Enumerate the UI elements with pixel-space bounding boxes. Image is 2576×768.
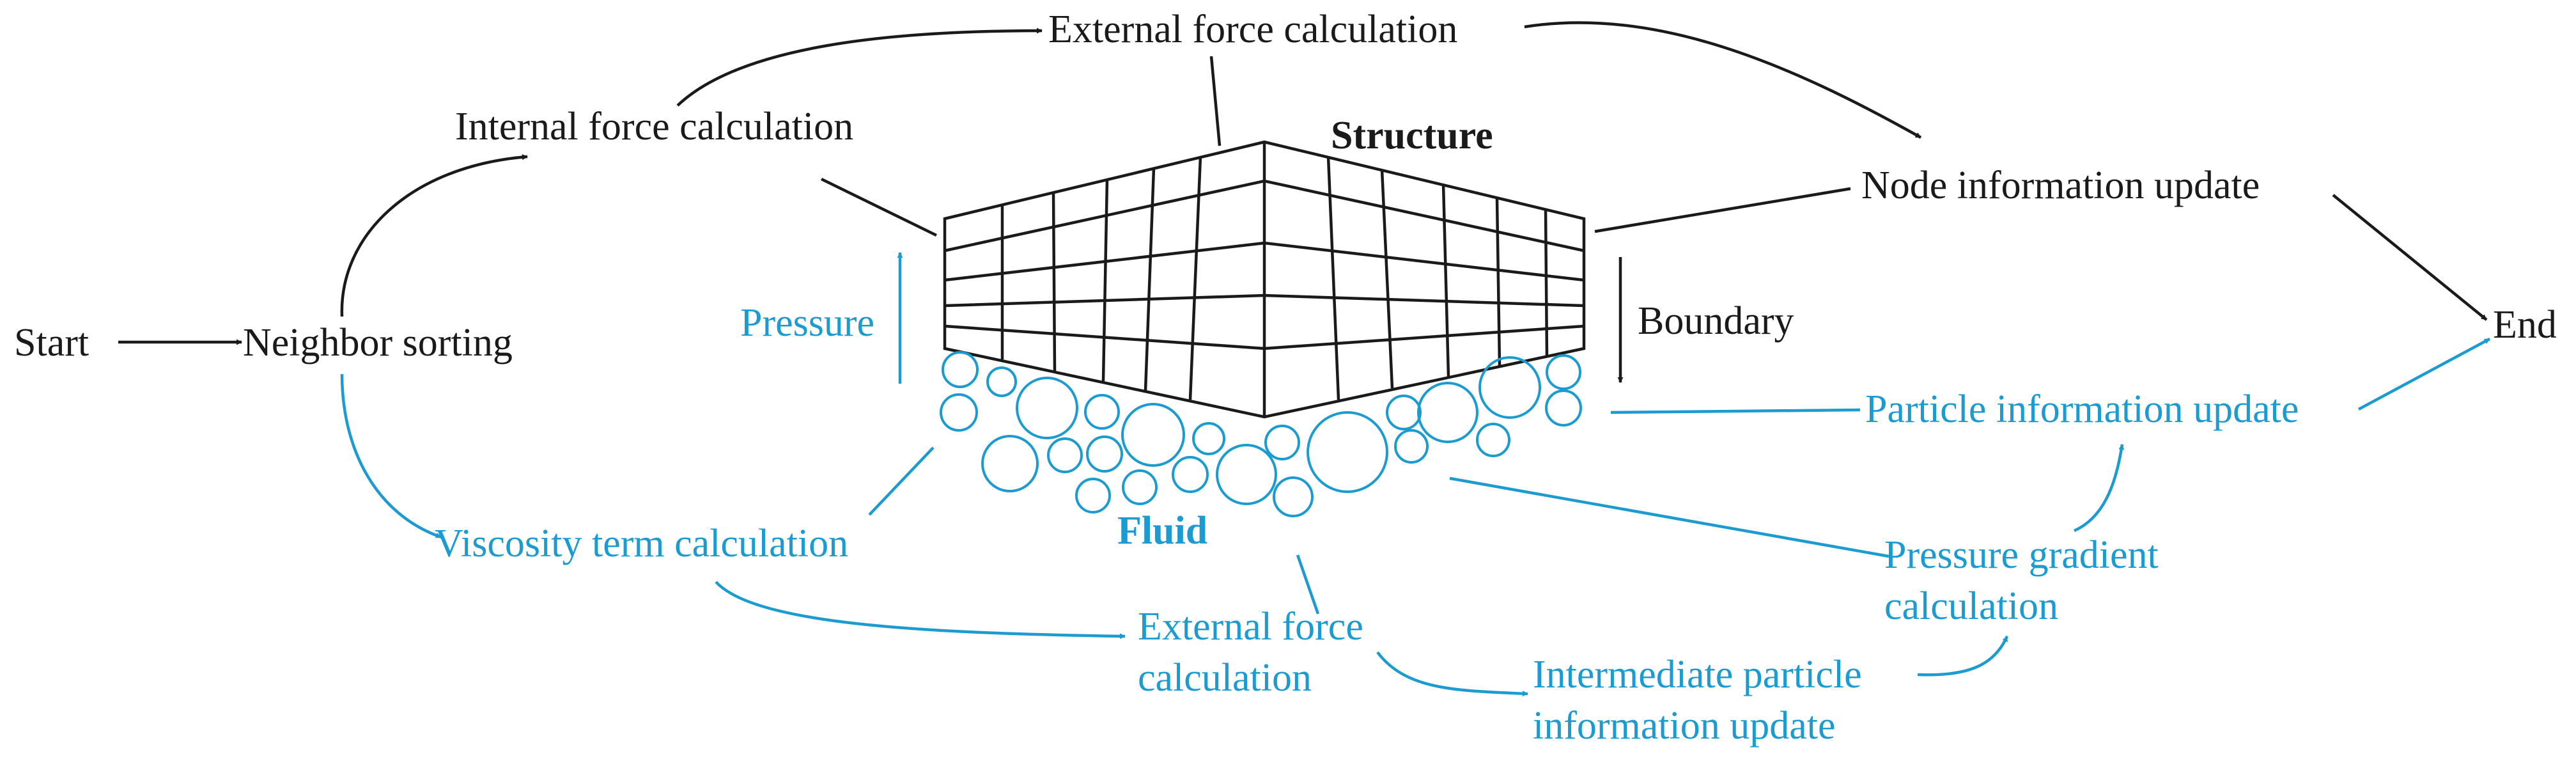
grid-col-r1 [1326, 156, 1340, 400]
particle [1084, 394, 1120, 430]
grid-col-r2 [1380, 169, 1394, 389]
grid-col-r3 [1441, 184, 1450, 377]
particle [1307, 411, 1388, 493]
fluid-flow [340, 252, 2491, 697]
arrow-neighbor-to-internal-force [340, 154, 528, 317]
structure-grid [943, 140, 1586, 419]
particle [1086, 435, 1123, 473]
arrow-external-force-to-node-update [1524, 21, 1922, 139]
particle [942, 351, 979, 388]
fluid-particles [940, 351, 1582, 517]
particle [1417, 382, 1478, 443]
node-update-label: Node information update [1861, 164, 2260, 207]
grid-col-l5 [1188, 156, 1202, 400]
particle [1478, 356, 1541, 419]
grid-row-1 [944, 179, 1585, 253]
arrow-internal-to-external-force [676, 27, 1043, 107]
pressure-label: Pressure [740, 301, 874, 345]
internal-force-label: Internal force calculation [455, 105, 853, 148]
arrow-node-update-to-end [2332, 194, 2488, 321]
grid-row-4 [944, 324, 1585, 350]
arrow-pressure-gradient-to-particle-update [2074, 444, 2125, 533]
neighbor-sorting-label: Neighbor sorting [243, 321, 513, 364]
grid-row-3 [944, 294, 1585, 308]
external-force-top-label: External force calculation [1048, 8, 1457, 51]
leader-node-update [1594, 187, 1851, 233]
external-force-bottom-label-1: External force [1138, 605, 1363, 648]
particle [1172, 456, 1209, 493]
leader-external-force-top [1209, 56, 1222, 146]
arrow-external-force-to-intermediate [1376, 651, 1528, 697]
structure-label: Structure [1331, 114, 1493, 157]
leader-particle-update [1610, 408, 1861, 414]
fluid-labels: Pressure Particle information update Flu… [435, 301, 2299, 748]
arrow-intermediate-to-pressure-gradient [1917, 636, 2009, 677]
particle [1545, 389, 1582, 427]
grid-col-l3 [1101, 179, 1109, 382]
external-force-bottom-label-2: calculation [1138, 656, 1312, 700]
particle [1476, 423, 1510, 457]
particle [1121, 403, 1185, 467]
arrow-particle-update-to-end [2357, 338, 2491, 411]
particle [1386, 395, 1422, 430]
particle [1273, 476, 1314, 517]
particle [940, 393, 978, 432]
leader-viscosity [868, 446, 935, 516]
grid-row-2 [944, 241, 1585, 282]
particle [1264, 425, 1300, 460]
structure-labels: Start Neighbor sorting Internal force ca… [14, 8, 2557, 364]
start-label: Start [14, 321, 89, 364]
grid-col-r5 [1544, 208, 1549, 357]
particle [1192, 422, 1225, 455]
arrow-neighbor-to-viscosity [340, 373, 442, 539]
particle [986, 366, 1017, 397]
leader-internal-force [821, 177, 937, 237]
grid-col-l2 [1051, 191, 1057, 372]
particle [1394, 429, 1429, 464]
structure-flow [118, 21, 2488, 383]
pressure-gradient-label-2: calculation [1884, 584, 2058, 628]
particle [1122, 469, 1158, 505]
particle [981, 435, 1039, 492]
particle-update-label: Particle information update [1865, 388, 2299, 431]
fluid-label: Fluid [1117, 509, 1207, 552]
intermediate-label-1: Intermediate particle [1533, 653, 1862, 696]
grid-col-r4 [1495, 198, 1501, 366]
leader-external-force-bottom [1296, 554, 1320, 615]
end-label: End [2493, 303, 2557, 347]
particle [1075, 478, 1111, 513]
intermediate-label-2: information update [1533, 704, 1835, 748]
particle [1016, 377, 1078, 439]
particle [1047, 437, 1083, 473]
arrow-viscosity-to-external-force [715, 581, 1126, 639]
particle [1546, 354, 1581, 390]
leader-pressure-gradient [1449, 476, 1889, 558]
boundary-label: Boundary [1638, 299, 1794, 343]
grid-col-l4 [1144, 168, 1156, 391]
particle [1216, 444, 1277, 505]
pressure-gradient-label-1: Pressure gradient [1884, 533, 2159, 577]
viscosity-label: Viscosity term calculation [435, 522, 848, 565]
